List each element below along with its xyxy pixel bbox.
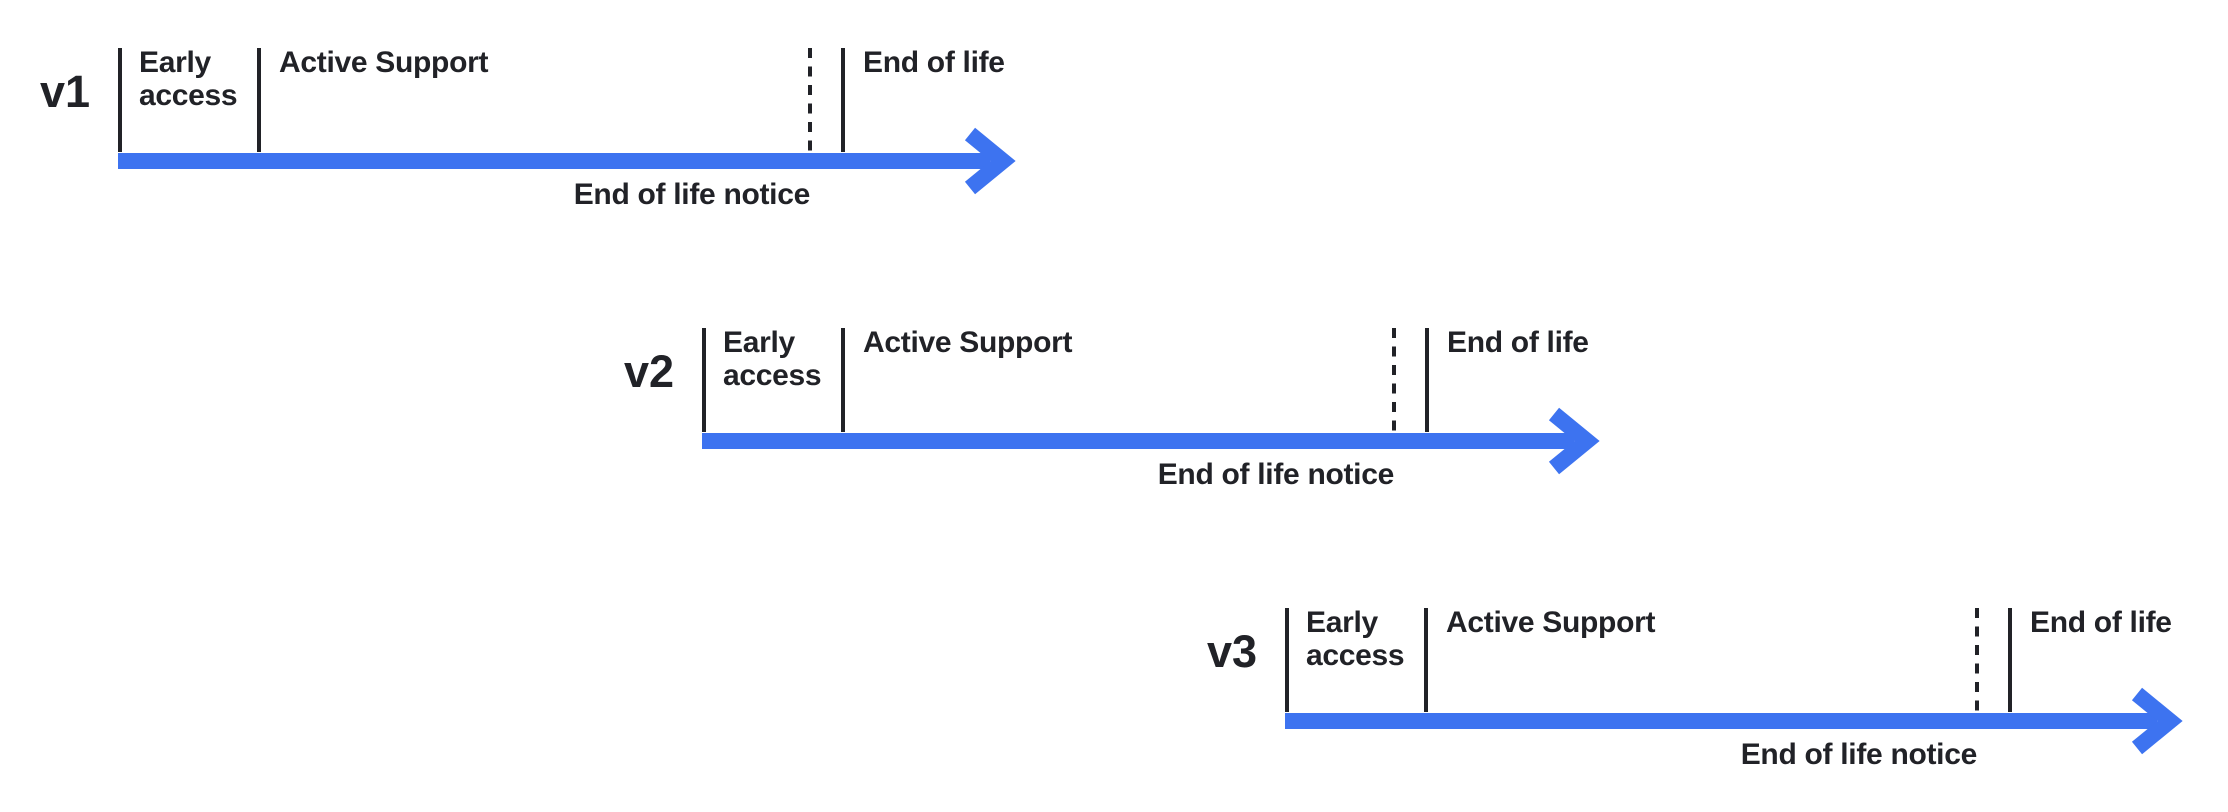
end-of-life-notice-label: End of life notice bbox=[1740, 738, 1978, 771]
timeline-graphic bbox=[702, 328, 1600, 475]
early-access-label: Early access bbox=[139, 46, 238, 112]
active-support-label: Active Support bbox=[863, 326, 1073, 359]
active-support-label: Active Support bbox=[1446, 606, 1656, 639]
end-of-life-label: End of life bbox=[1447, 326, 1589, 359]
version-label: v2 bbox=[623, 346, 674, 397]
timeline-row-v3: v3 Early access Active Support End of li… bbox=[1207, 606, 2228, 783]
end-of-life-label: End of life bbox=[863, 46, 1005, 79]
end-of-life-notice-label: End of life notice bbox=[573, 178, 811, 211]
timeline-graphic bbox=[118, 48, 1016, 195]
timeline-row-v2: v2 Early access Active Support End of li… bbox=[624, 326, 1662, 503]
timeline-arrow-shaft bbox=[1285, 713, 2157, 729]
timeline-arrow-shaft bbox=[118, 153, 990, 169]
timeline-arrow-head bbox=[964, 127, 1016, 195]
early-access-label: Early access bbox=[1306, 606, 1405, 672]
timeline-graphic bbox=[1285, 608, 2183, 755]
version-label: v3 bbox=[1206, 626, 1257, 677]
timeline-arrow-head bbox=[2131, 687, 2183, 755]
timeline-row-v1: v1 Early access Active Support End of li… bbox=[40, 46, 1078, 223]
timeline-arrow-head bbox=[1548, 407, 1600, 475]
version-label: v1 bbox=[39, 66, 90, 117]
timeline-arrow-shaft bbox=[702, 433, 1574, 449]
end-of-life-label: End of life bbox=[2030, 606, 2172, 639]
end-of-life-notice-label: End of life notice bbox=[1157, 458, 1395, 491]
active-support-label: Active Support bbox=[279, 46, 489, 79]
early-access-label: Early access bbox=[723, 326, 822, 392]
